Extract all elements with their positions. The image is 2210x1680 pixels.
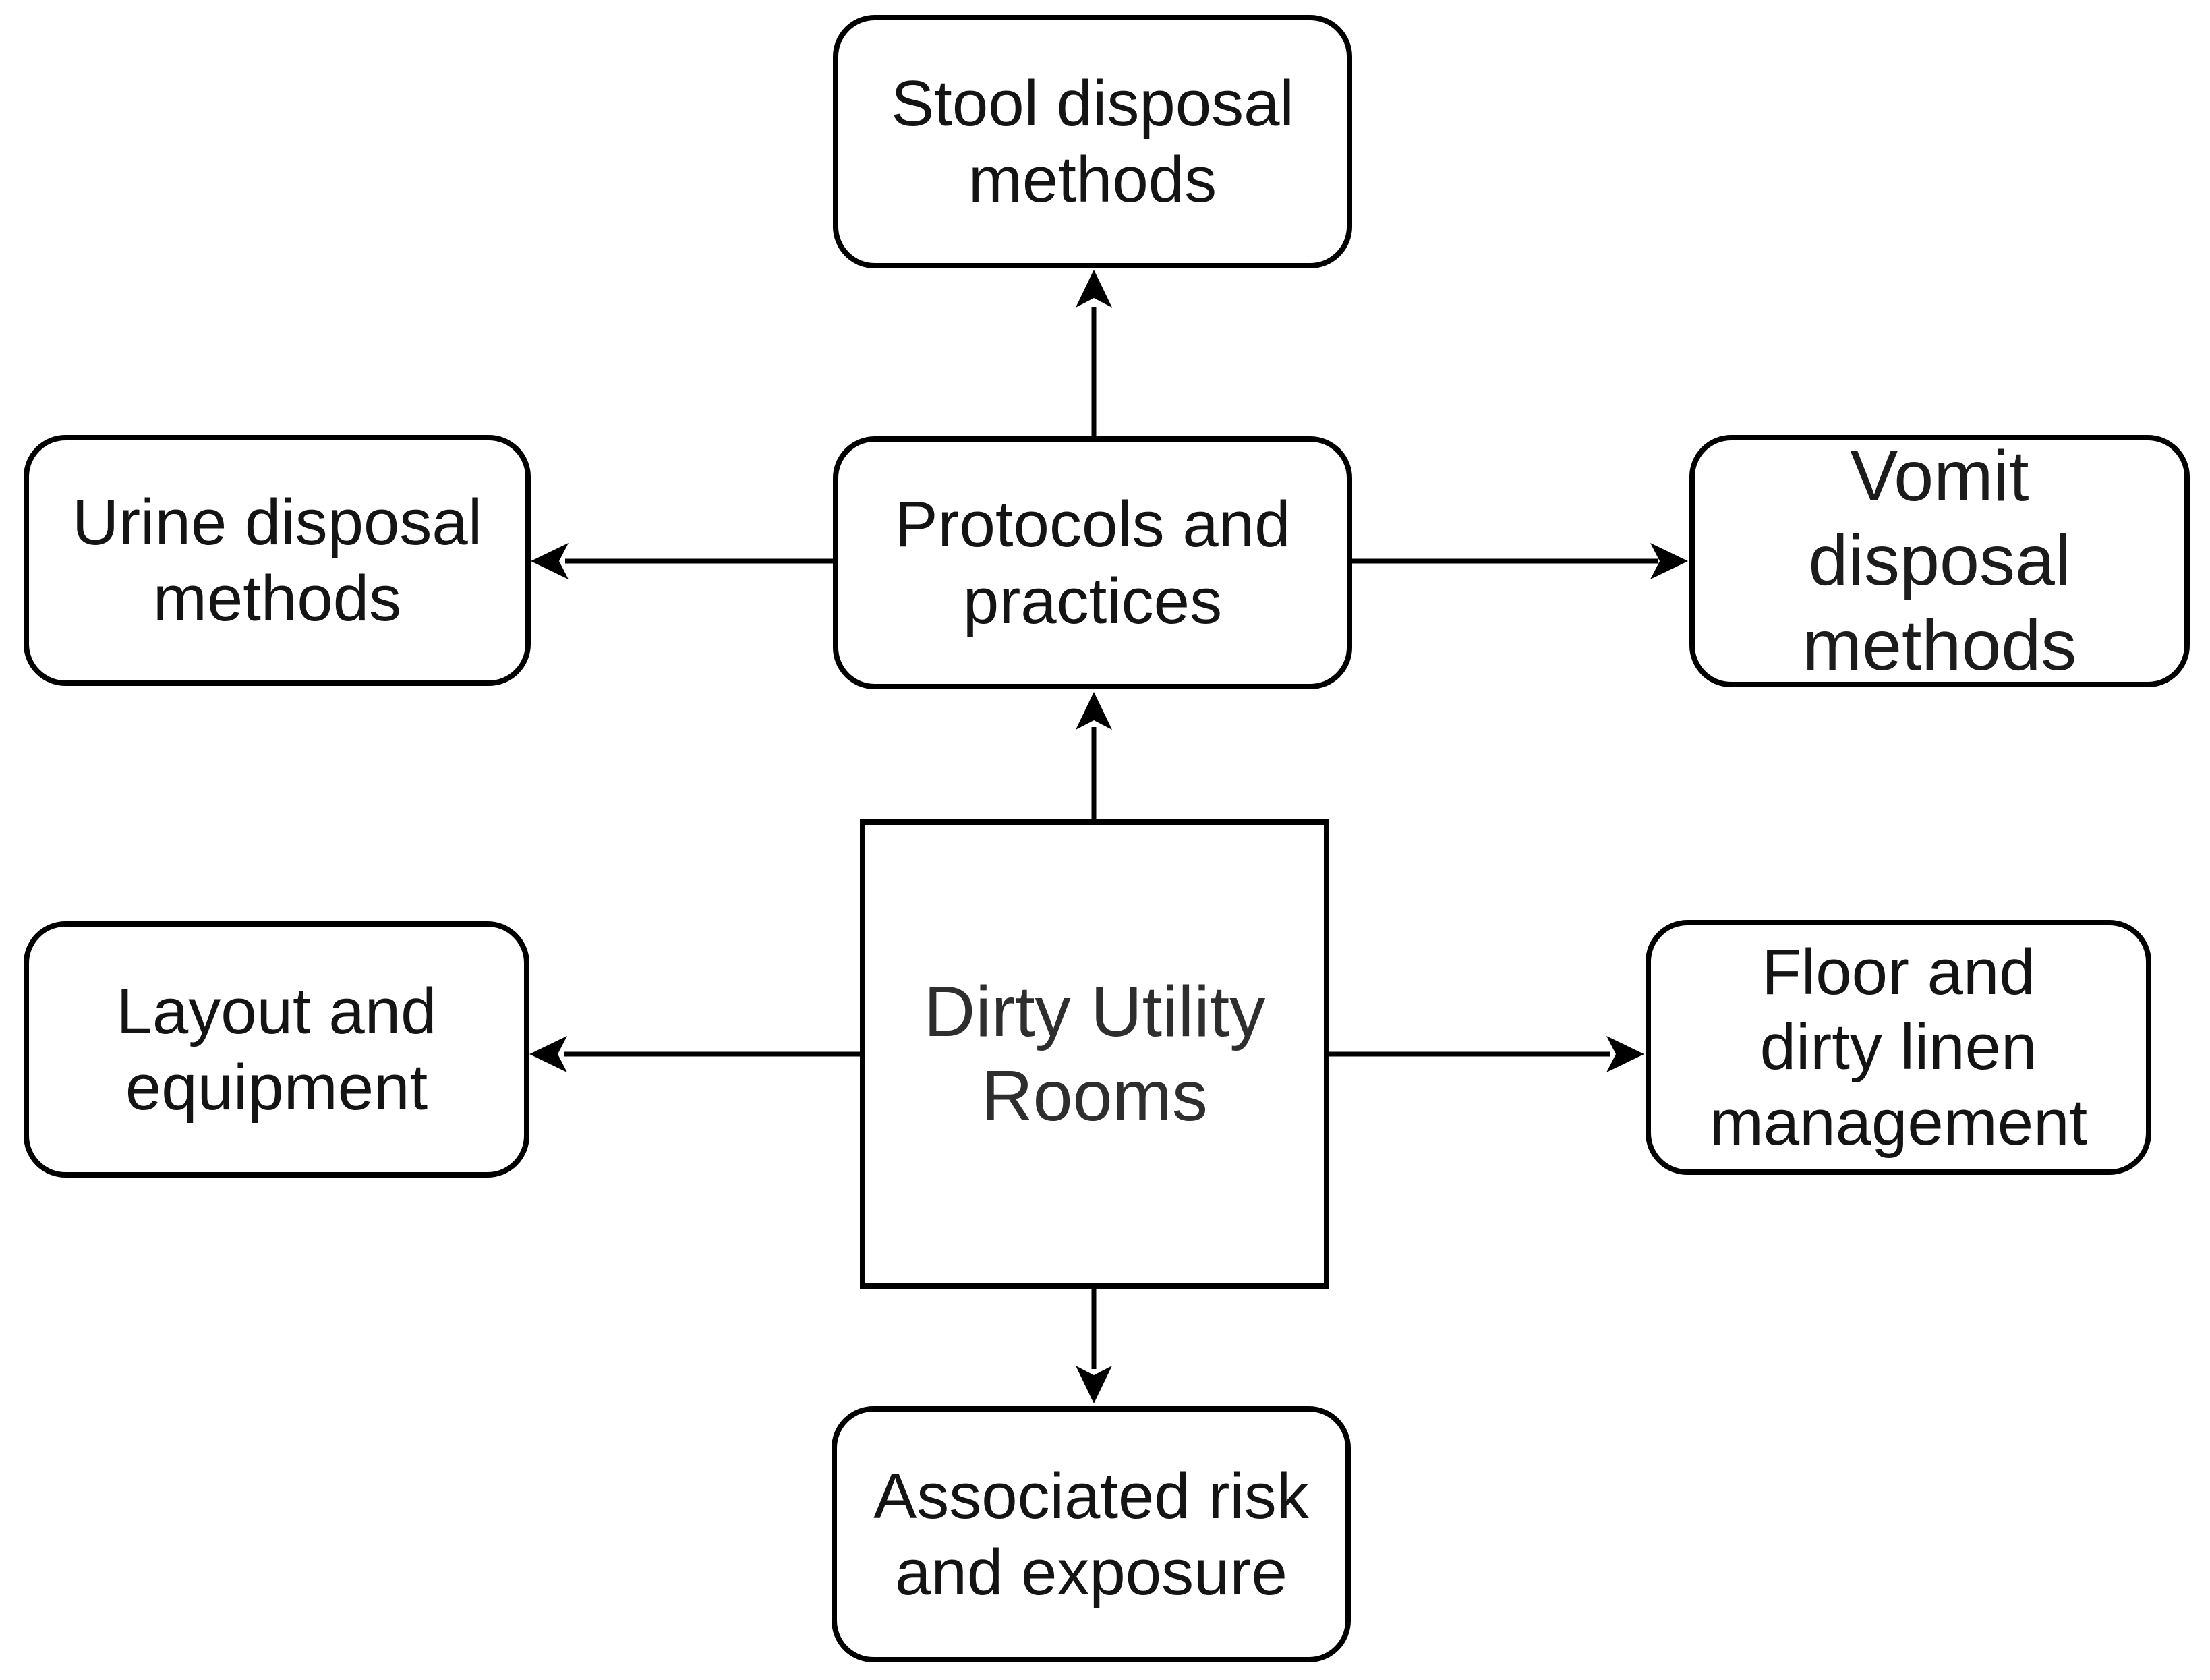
arrow-dirty-to-protocols [1076,692,1112,819]
node-dirty-label: Dirty Utility Rooms [923,971,1266,1136]
node-floor-label: Floor and dirty linen management [1709,935,2088,1159]
node-associated-risk-and-exposure: Associated risk and exposure [832,1406,1351,1662]
arrow-protocols-to-stool [1076,270,1112,436]
node-protocols-and-practices: Protocols and practices [833,436,1352,689]
node-protocols-label: Protocols and practices [894,488,1291,637]
node-floor-and-dirty-linen-management: Floor and dirty linen management [1646,920,2151,1175]
arrow-dirty-to-floor [1329,1036,1644,1072]
arrow-dirty-to-layout [529,1036,860,1072]
node-layout-and-equipment: Layout and equipment [24,921,529,1178]
node-urine-label: Urine disposal methods [71,486,483,635]
node-stool-disposal-methods: Stool disposal methods [833,15,1352,268]
arrow-protocols-to-vomit [1352,543,1688,579]
node-vomit-label: Vomit disposal methods [1802,436,2077,685]
node-dirty-utility-rooms: Dirty Utility Rooms [860,819,1329,1289]
node-risk-label: Associated risk and exposure [873,1459,1309,1609]
node-stool-label: Stool disposal methods [891,67,1294,216]
arrow-dirty-to-risk [1076,1289,1112,1403]
node-layout-label: Layout and equipment [116,975,437,1124]
node-vomit-disposal-methods: Vomit disposal methods [1689,435,2190,687]
node-urine-disposal-methods: Urine disposal methods [24,435,531,686]
arrow-protocols-to-urine [531,543,833,579]
